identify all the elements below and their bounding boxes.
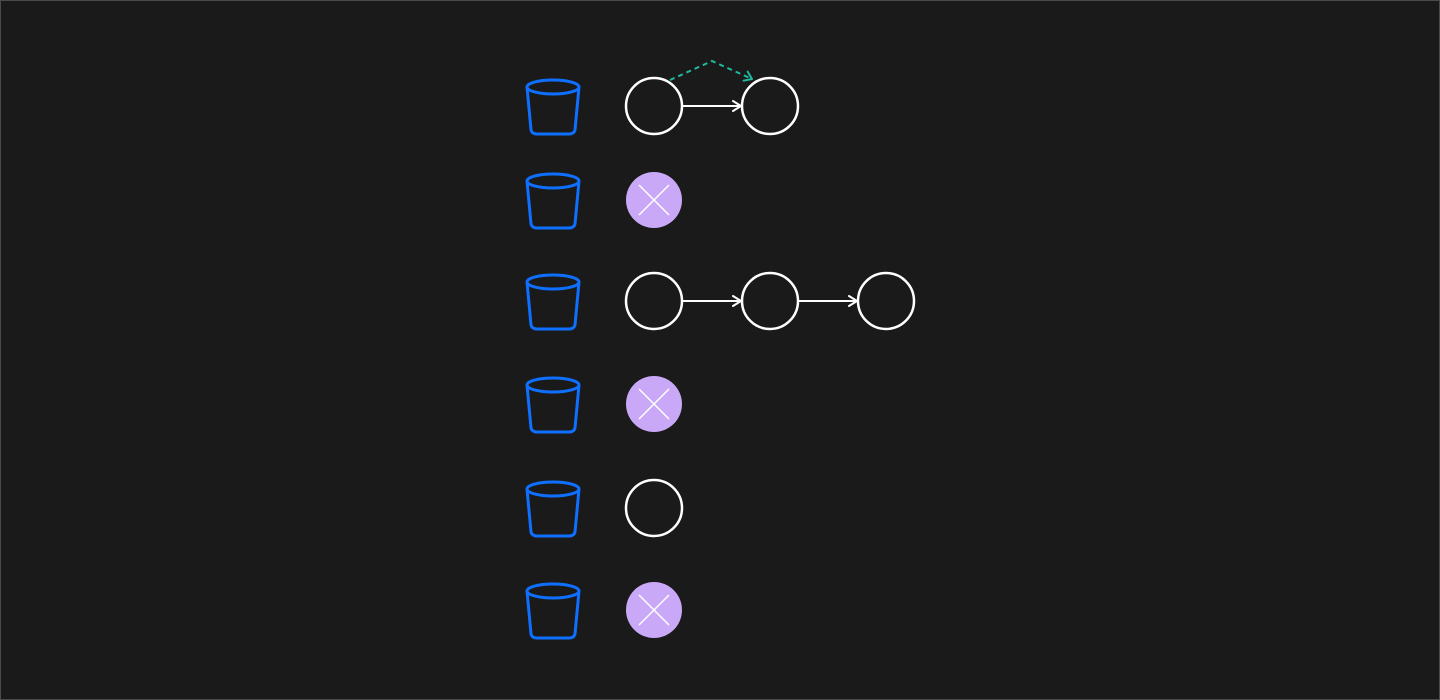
list-node — [740, 76, 800, 136]
close-icon — [638, 594, 670, 626]
list-node — [624, 76, 684, 136]
bucket-icon — [525, 78, 581, 136]
close-icon — [638, 388, 670, 420]
bucket-icon — [525, 172, 581, 230]
list-node — [624, 271, 684, 331]
bucket-icon — [525, 376, 581, 434]
bucket-icon — [525, 273, 581, 331]
list-node — [624, 478, 684, 538]
bucket-icon — [525, 582, 581, 640]
close-icon — [638, 184, 670, 216]
list-node — [740, 271, 800, 331]
probe-arrow — [669, 59, 753, 82]
list-node — [856, 271, 916, 331]
bucket-icon — [525, 480, 581, 538]
